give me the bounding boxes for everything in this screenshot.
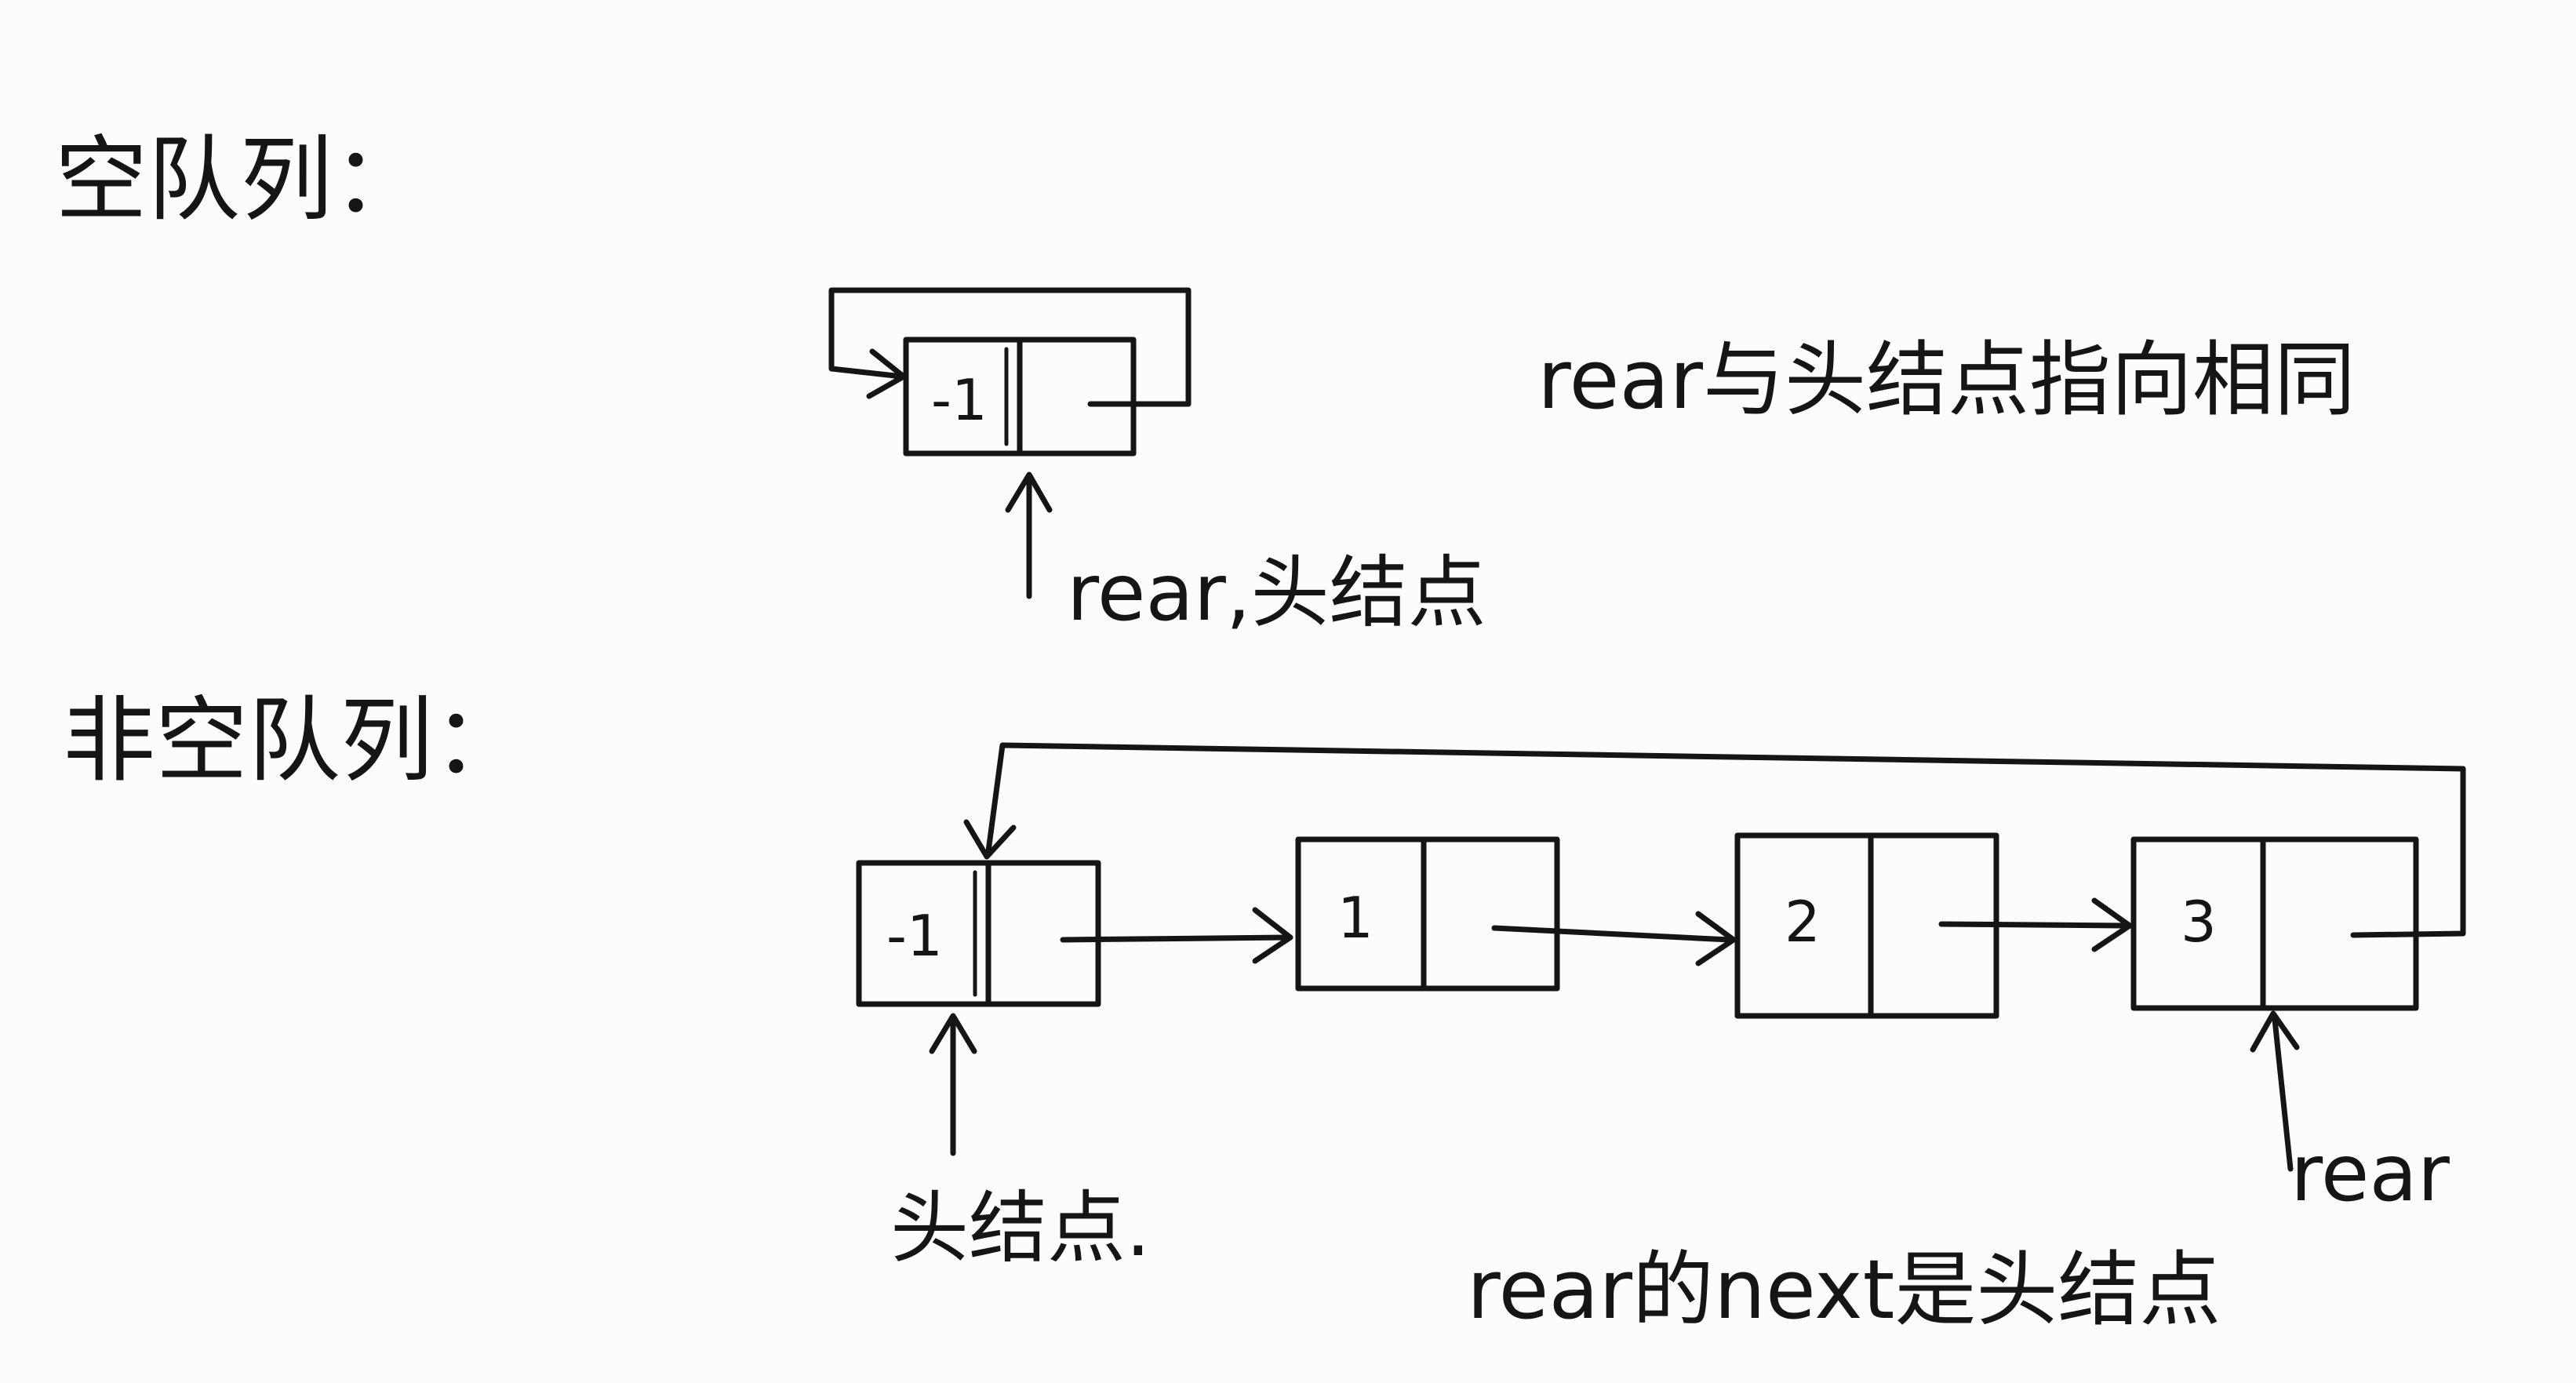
nonempty-queue-note: rear的next是头结点 bbox=[1467, 1242, 2221, 1338]
empty-pointer-label: rear,头结点 bbox=[1067, 547, 1486, 639]
empty-queue-note: rear与头结点指向相同 bbox=[1537, 332, 2356, 428]
node-3-value: 3 bbox=[2181, 889, 2217, 955]
node-head: -1 bbox=[856, 860, 1101, 1007]
empty-self-loop-arrowhead bbox=[866, 348, 907, 399]
node-1: 1 bbox=[1295, 836, 1560, 992]
rear-label: rear bbox=[2290, 1127, 2450, 1219]
arrow-rear-loop-to-head bbox=[985, 742, 2466, 938]
empty-node-value: -1 bbox=[931, 367, 988, 433]
empty-queue-title: 空队列： bbox=[55, 126, 425, 234]
empty-queue-node: -1 bbox=[903, 337, 1137, 457]
empty-self-loop-arrow bbox=[828, 287, 1192, 407]
node-head-value: -1 bbox=[886, 903, 943, 969]
node-3: 3 bbox=[2130, 836, 2419, 1011]
arrow-2-to-3 bbox=[1938, 921, 2129, 929]
nonempty-queue-title: 非空队列： bbox=[63, 686, 526, 795]
node-1-value: 1 bbox=[1337, 885, 1374, 951]
head-label: 头结点. bbox=[890, 1182, 1151, 1274]
arrow-head-to-1 bbox=[1060, 934, 1290, 943]
arrow-1-to-2 bbox=[1491, 925, 1733, 943]
rear-pointer-arrow bbox=[2272, 1017, 2294, 1172]
node-2-value: 2 bbox=[1785, 889, 1821, 955]
empty-pointer-arrowhead bbox=[1005, 471, 1053, 513]
